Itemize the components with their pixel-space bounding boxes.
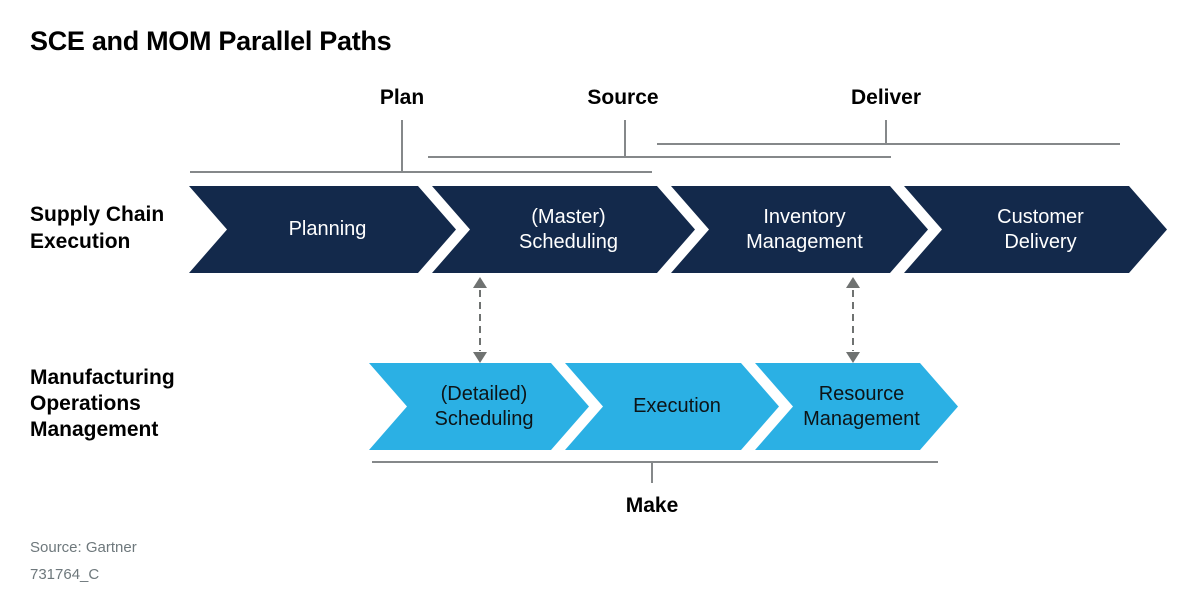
sce-segment-customer-delivery-label: Customer Delivery	[997, 205, 1084, 253]
sce-segment-planning-label: Planning	[288, 218, 367, 240]
mom-row-label: Manufacturing Operations Management	[30, 366, 175, 441]
dashed-line	[479, 290, 481, 351]
sce-row-label: Supply Chain Execution	[30, 203, 165, 253]
sce-segment-master-scheduling: (Master) Scheduling	[432, 186, 695, 273]
dashed-line	[852, 290, 854, 351]
source-bracket-line	[428, 156, 891, 158]
mom-segment-resource-management-label: Resource Management	[803, 382, 920, 430]
plan-bracket-line	[190, 171, 652, 173]
deliver-bracket-tick	[885, 120, 887, 145]
bracket-label-plan: Plan	[379, 86, 425, 109]
sce-segment-planning: Planning	[189, 186, 456, 273]
sce-segment-inventory-management: Inventory Management	[671, 186, 928, 273]
mom-segment-resource-management: Resource Management	[755, 363, 958, 450]
page-title: SCE and MOM Parallel Paths	[30, 26, 392, 56]
sce-segment-master-scheduling-label: (Master) Scheduling	[519, 205, 618, 253]
arrow-down-icon	[473, 352, 487, 363]
source-bracket-tick	[624, 120, 626, 158]
sce-segment-inventory-management-label: Inventory Management	[746, 205, 863, 253]
mom-segment-detailed-scheduling: (Detailed) Scheduling	[369, 363, 589, 450]
mom-segment-execution: Execution	[565, 363, 779, 450]
make-bracket-line	[372, 461, 938, 463]
mom-segment-execution-label: Execution	[633, 395, 721, 417]
bracket-label-deliver: Deliver	[850, 86, 922, 109]
arrow-up-icon	[846, 277, 860, 288]
plan-bracket-tick	[401, 120, 403, 173]
footer-source: Source: Gartner	[30, 539, 137, 556]
arrow-down-icon	[846, 352, 860, 363]
mom-segment-detailed-scheduling-label: (Detailed) Scheduling	[434, 382, 534, 430]
make-bracket-tick	[651, 461, 653, 483]
sce-segment-customer-delivery: Customer Delivery	[904, 186, 1167, 273]
arrow-up-icon	[473, 277, 487, 288]
bracket-label-source: Source	[587, 86, 659, 109]
footer-doc-id: 731764_C	[30, 566, 100, 583]
bracket-label-make: Make	[625, 494, 679, 517]
deliver-bracket-line	[657, 143, 1120, 145]
